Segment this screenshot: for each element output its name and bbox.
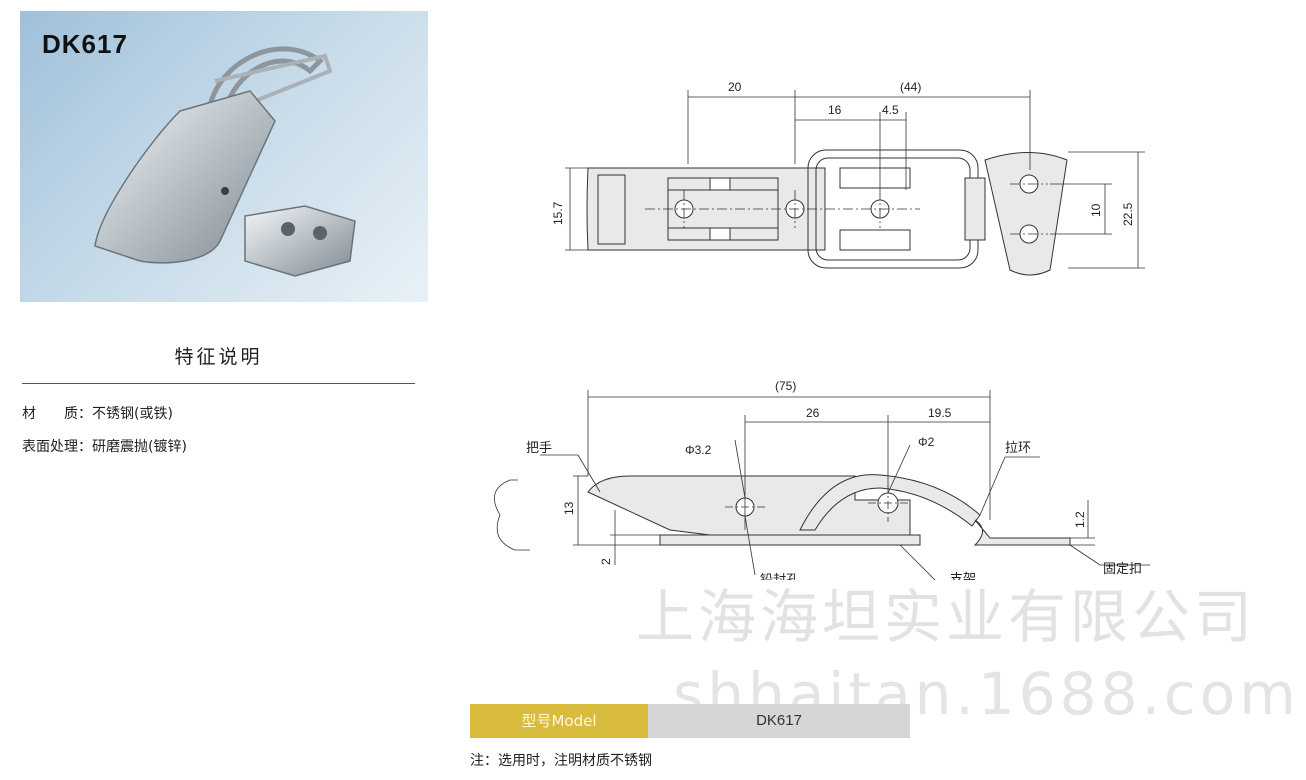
product-photo: DK617 [20, 11, 428, 302]
model-label: 型号Model [470, 704, 648, 738]
dim-44: (44) [900, 80, 921, 94]
divider [22, 383, 415, 384]
model-value: DK617 [648, 704, 910, 738]
finish-value: 研磨震抛(镀锌) [92, 439, 187, 455]
dim-1-2: 1.2 [1073, 511, 1087, 528]
part-seal-hole: 铅封孔 [760, 572, 799, 580]
material-value: 不锈钢(或铁) [92, 406, 173, 422]
dim-15-7: 15.7 [551, 201, 565, 225]
dim-26: 26 [806, 406, 820, 420]
dim-16: 16 [828, 103, 842, 117]
dim-75: (75) [775, 379, 796, 393]
features-heading: 特征说明 [174, 346, 263, 368]
part-bracket: 支架 [950, 571, 976, 580]
part-handle: 把手 [526, 440, 552, 455]
dim-20: 20 [728, 80, 742, 94]
dim-22-5: 22.5 [1121, 202, 1135, 226]
dim-phi-2: Φ2 [918, 435, 935, 449]
dim-2: 2 [599, 558, 613, 565]
selection-note: 注：选用时，注明材质不锈钢 [470, 753, 652, 769]
dim-4-5: 4.5 [882, 103, 899, 117]
finish-row: 表面处理：研磨震抛(镀锌) [22, 436, 187, 456]
watermark-company: 上海海坦实业有限公司 [636, 583, 1257, 651]
dim-10: 10 [1089, 203, 1103, 217]
finish-label: 表面处理： [22, 439, 92, 455]
technical-drawing: 20 (44) 16 4.5 15.7 10 22.5 [493, 80, 1150, 580]
dim-phi-3-2: Φ3.2 [685, 443, 712, 457]
product-title: DK617 [42, 29, 128, 59]
model-bar: 型号Model DK617 [470, 704, 910, 738]
dim-19-5: 19.5 [928, 406, 952, 420]
part-keeper: 固定扣 [1103, 561, 1142, 576]
latch-photo-illustration [94, 46, 356, 277]
material-label: 材 质： [22, 406, 92, 422]
material-row: 材 质：不锈钢(或铁) [22, 403, 173, 423]
dim-13: 13 [562, 501, 576, 515]
part-pull-ring: 拉环 [1005, 440, 1031, 455]
